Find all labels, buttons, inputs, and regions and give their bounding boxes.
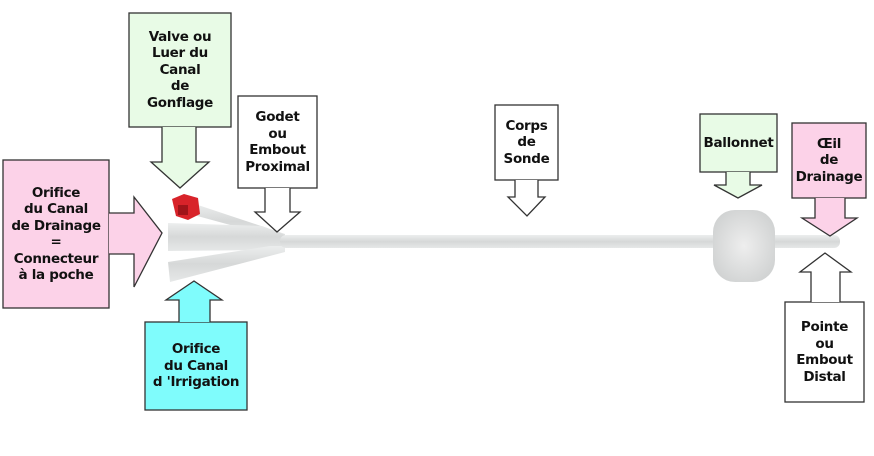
valve-box	[128, 12, 232, 128]
valve-cap-shade	[178, 205, 188, 215]
drainage-branch	[168, 223, 285, 251]
godet-arrow	[253, 188, 302, 233]
corps-label: Corps de Sonde	[503, 117, 550, 167]
drainage-orifice-box	[2, 159, 110, 309]
corps-box	[494, 104, 559, 181]
pointe-box	[784, 301, 865, 403]
drainage-orifice-label: Orifice du Canal de Drainage = Connecteu…	[11, 184, 101, 284]
oeil-arrow	[799, 198, 860, 237]
irrigation-label: Orifice du Canal d 'Irrigation	[152, 341, 240, 391]
valve-label: Valve ou Luer du Canal de Gonflage	[147, 28, 213, 111]
pointe-arrow	[798, 252, 853, 302]
irrigation-arrow	[163, 280, 225, 322]
godet-label: Godet ou Embout Proximal	[245, 109, 310, 175]
pointe-label: Pointe ou Embout Distal	[796, 319, 853, 385]
catheter-image	[168, 194, 840, 282]
catheter-shaft	[280, 235, 840, 248]
corps-arrow	[506, 180, 547, 217]
irrigation-box	[144, 321, 248, 411]
oeil-box	[791, 122, 867, 199]
drainage-orifice-arrow	[109, 195, 163, 288]
oeil-label: Œil de Drainage	[795, 135, 863, 185]
valve-arrow	[149, 127, 211, 189]
irrigation-branch	[168, 246, 285, 282]
ballonnet-arrow	[713, 172, 763, 199]
balloon	[713, 210, 775, 282]
ballonnet-label: Ballonnet	[703, 134, 774, 151]
callouts	[2, 12, 867, 411]
